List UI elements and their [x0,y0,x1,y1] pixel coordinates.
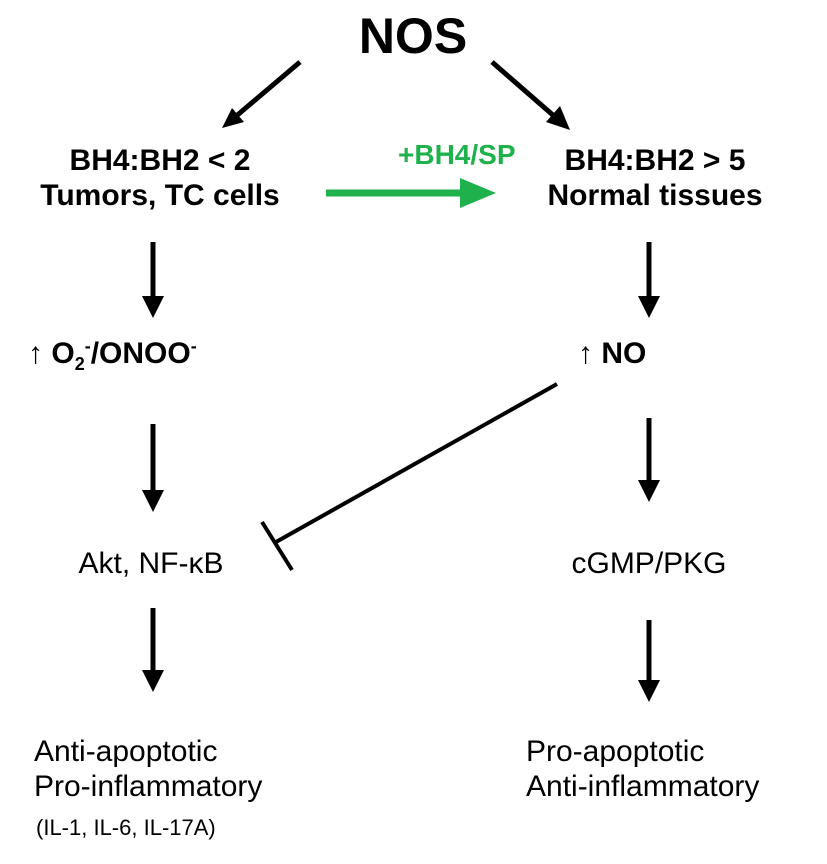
left-context-text: Tumors, TC cells [40,178,280,212]
right-outcome-2: Anti-inflammatory [526,769,760,803]
arrowhead-nos-left [222,108,244,128]
treatment-label: +BH4/SP [398,139,516,170]
left-outcome-2: Pro-inflammatory [34,769,263,803]
right-kinase-label: cGMP/PKG [571,547,727,580]
arrow-nos-to-right [490,60,564,125]
left-ratio-block: BH4:BH2 < 2 Tumors, TC cells [40,144,280,213]
left-ratio-text: BH4:BH2 < 2 [69,144,251,177]
arrowhead-left-1 [142,296,164,318]
right-outcome-block: Pro-apoptotic Anti-inflammatory [526,735,759,804]
left-outcome-1: Anti-apoptotic [34,735,218,768]
arrowhead-right-3 [638,680,660,702]
left-kinase-label: Akt, NF-κB [78,547,224,580]
arrowhead-nos-right [546,106,570,130]
arrowhead-right-1 [638,296,660,318]
arrowhead-right-2 [638,480,660,502]
arrow-nos-to-left [226,60,302,125]
inhibition-bar [260,520,294,572]
up-arrow-left: ↑ [28,337,43,370]
right-outcome-1: Pro-apoptotic [526,735,705,768]
left-outcome-block: Anti-apoptotic Pro-inflammatory [34,735,262,804]
cytokines-label: (IL-1, IL-6, IL-17A) [36,815,216,840]
right-context-text: Normal tissues [547,178,763,212]
up-arrow-right: ↑ [578,337,593,370]
arrowhead-left-3 [142,670,164,692]
treatment-arrowhead [460,178,496,208]
nos-title: NOS [358,8,468,64]
right-ratio-text: BH4:BH2 > 5 [564,144,746,177]
arrowhead-left-2 [142,490,164,512]
inhibition-line [275,382,558,544]
right-species-label: ↑ NO [578,337,647,370]
right-ratio-block: BH4:BH2 > 5 Normal tissues [547,144,762,213]
left-species-label: ↑ O2-/ONOO- [28,336,197,374]
